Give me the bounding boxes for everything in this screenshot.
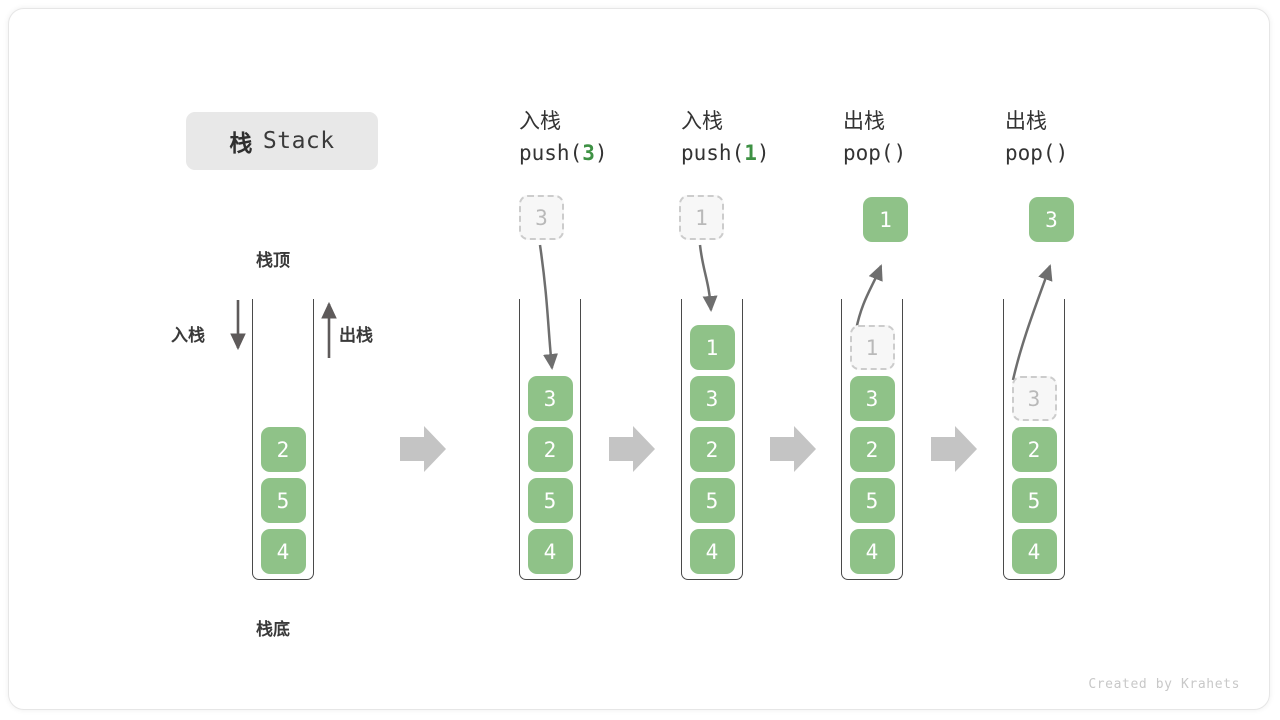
floating-element-pop-3: 3	[1029, 197, 1074, 242]
op-code-suffix: )	[893, 141, 907, 165]
stack-element-ghost: 3	[1011, 376, 1057, 421]
stack-container-initial: 4 5 2	[252, 299, 314, 580]
stack-walls	[1003, 299, 1065, 580]
op-code-prefix: pop(	[1005, 141, 1056, 165]
stack-element: 1	[689, 325, 735, 370]
stack-element: 2	[527, 427, 573, 472]
op-code-prefix: pop(	[843, 141, 894, 165]
stack-walls	[252, 299, 314, 580]
floating-element-push-1: 1	[679, 195, 724, 240]
stack-walls	[841, 299, 903, 580]
op-label-push-3: 入栈 push(3)	[519, 107, 608, 169]
stack-slots: 4 5 2 3 1	[681, 322, 743, 577]
op-code-arg: 3	[582, 141, 595, 165]
stack-element: 2	[1011, 427, 1057, 472]
op-code-suffix: )	[594, 141, 608, 165]
stack-walls	[519, 299, 581, 580]
floating-element-pop-1: 1	[863, 197, 908, 242]
op-cn-push-1: 入栈	[681, 110, 723, 133]
stack-element-ghost: 1	[849, 325, 895, 370]
stack-element: 5	[849, 478, 895, 523]
op-code-suffix: )	[756, 141, 770, 165]
op-code-push-1: push(1)	[681, 137, 770, 169]
stack-element: 3	[527, 376, 573, 421]
op-label-pop-3: 出栈 pop()	[1005, 107, 1068, 169]
stack-element: 5	[527, 478, 573, 523]
label-push-direction: 入栈	[171, 326, 205, 345]
op-cn-pop-3: 出栈	[1005, 110, 1047, 133]
stack-element: 5	[1011, 478, 1057, 523]
label-stack-top: 栈顶	[256, 251, 290, 270]
stack-slots: 4 5 2	[252, 424, 314, 577]
watermark: Created by Krahets	[1088, 677, 1240, 692]
diagram-title-chip: 栈 Stack	[186, 112, 378, 170]
op-cn-pop-1: 出栈	[843, 110, 885, 133]
stack-element: 4	[1011, 529, 1057, 574]
stack-slots: 4 5 2 3 1	[841, 322, 903, 577]
stack-element: 4	[849, 529, 895, 574]
stack-container-push-3: 4 5 2 3	[519, 299, 581, 580]
op-code-suffix: )	[1055, 141, 1069, 165]
op-code-prefix: push(	[681, 141, 745, 165]
stack-walls	[681, 299, 743, 580]
label-stack-bottom: 栈底	[256, 620, 290, 639]
stack-slots: 4 5 2 3	[519, 373, 581, 577]
stack-element: 3	[849, 376, 895, 421]
op-code-pop-3: pop()	[1005, 137, 1068, 169]
stack-element: 2	[689, 427, 735, 472]
floating-element-push-3: 3	[519, 195, 564, 240]
stack-element: 5	[689, 478, 735, 523]
stack-container-push-1: 4 5 2 3 1	[681, 299, 743, 580]
stack-element: 3	[689, 376, 735, 421]
stack-element: 2	[260, 427, 306, 472]
stack-element: 4	[689, 529, 735, 574]
op-code-prefix: push(	[519, 141, 583, 165]
op-label-push-1: 入栈 push(1)	[681, 107, 770, 169]
op-label-pop-1: 出栈 pop()	[843, 107, 906, 169]
op-cn-push-3: 入栈	[519, 110, 561, 133]
stack-slots: 4 5 2 3	[1003, 373, 1065, 577]
stack-container-pop-1: 4 5 2 3 1	[841, 299, 903, 580]
op-code-push-3: push(3)	[519, 137, 608, 169]
title-cn: 栈	[229, 130, 253, 156]
op-code-arg: 1	[744, 141, 757, 165]
stack-container-pop-3: 4 5 2 3	[1003, 299, 1065, 580]
stack-element: 2	[849, 427, 895, 472]
label-pop-direction: 出栈	[339, 326, 373, 345]
stack-element: 4	[527, 529, 573, 574]
stack-element: 5	[260, 478, 306, 523]
op-code-pop-1: pop()	[843, 137, 906, 169]
stack-element: 4	[260, 529, 306, 574]
title-en: Stack	[262, 128, 335, 154]
